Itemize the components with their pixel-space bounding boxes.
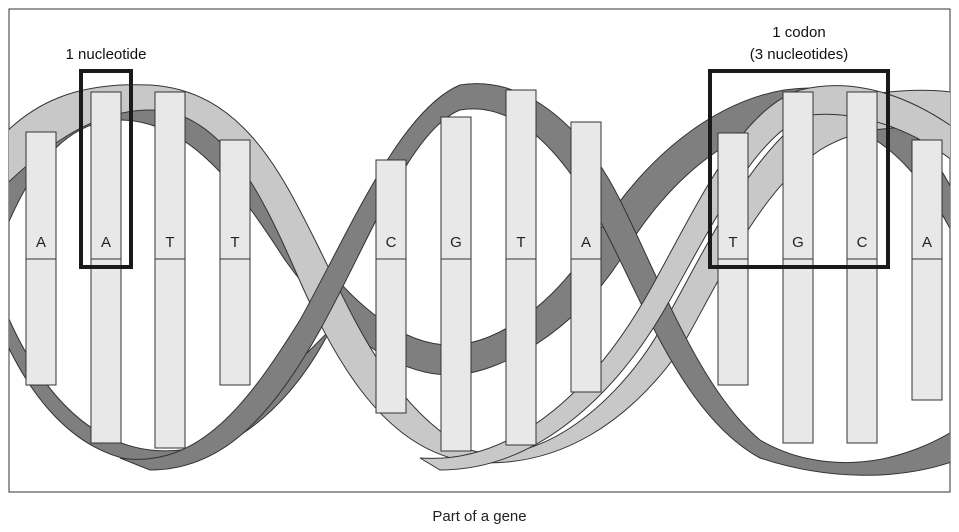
base-upper-half <box>375 159 407 260</box>
base-upper-half <box>911 139 943 260</box>
base-lower-half <box>375 258 407 414</box>
base-lower-half <box>717 258 749 386</box>
codon-label-line1: 1 codon <box>772 24 825 41</box>
nucleotide-highlight-box <box>79 69 133 269</box>
base-letter-label: A <box>581 234 591 251</box>
codon-label-line2: (3 nucleotides) <box>750 46 848 63</box>
base-lower-half <box>154 258 186 449</box>
base-letter-label: A <box>922 234 932 251</box>
base-lower-half <box>219 258 251 386</box>
base-upper-half <box>717 132 749 260</box>
base-pair-rung: A <box>911 139 943 401</box>
base-lower-half <box>90 258 122 444</box>
base-lower-half <box>440 258 472 452</box>
strand-front-dark <box>119 83 950 476</box>
base-lower-half <box>782 258 814 444</box>
base-letter-label: G <box>792 234 804 251</box>
codon-highlight-box <box>708 69 890 269</box>
base-letter-label: T <box>516 234 525 251</box>
base-letter-label: T <box>728 234 737 251</box>
base-upper-half <box>154 91 186 260</box>
base-pair-rung: G <box>782 91 814 444</box>
base-letter-label: A <box>36 234 46 251</box>
base-upper-half <box>846 91 878 260</box>
base-letter-label: A <box>101 234 111 251</box>
base-pair-rung: A <box>90 91 122 444</box>
nucleotide-label: 1 nucleotide <box>66 46 147 63</box>
base-pair-rung: C <box>846 91 878 444</box>
base-upper-half <box>440 116 472 260</box>
diagram-caption: Part of a gene <box>432 508 527 525</box>
base-upper-half <box>505 89 537 260</box>
base-letter-label: C <box>386 234 397 251</box>
base-pair-rung: T <box>717 132 749 386</box>
base-lower-half <box>25 258 57 386</box>
base-pair-rung: G <box>440 116 472 452</box>
base-letter-label: C <box>857 234 868 251</box>
base-pair-rung: A <box>570 121 602 393</box>
base-lower-half <box>570 258 602 393</box>
strand-front-light-2 <box>419 85 950 471</box>
base-pair-rung: T <box>154 91 186 449</box>
base-letter-label: T <box>165 234 174 251</box>
base-lower-half <box>846 258 878 444</box>
base-letter-label: G <box>450 234 462 251</box>
base-pair-rung: C <box>375 159 407 414</box>
base-lower-half <box>911 258 943 401</box>
base-pair-rung: T <box>505 89 537 446</box>
base-lower-half <box>505 258 537 446</box>
base-pair-rung: A <box>25 131 57 386</box>
base-pair-rung: T <box>219 139 251 386</box>
base-letter-label: T <box>230 234 239 251</box>
